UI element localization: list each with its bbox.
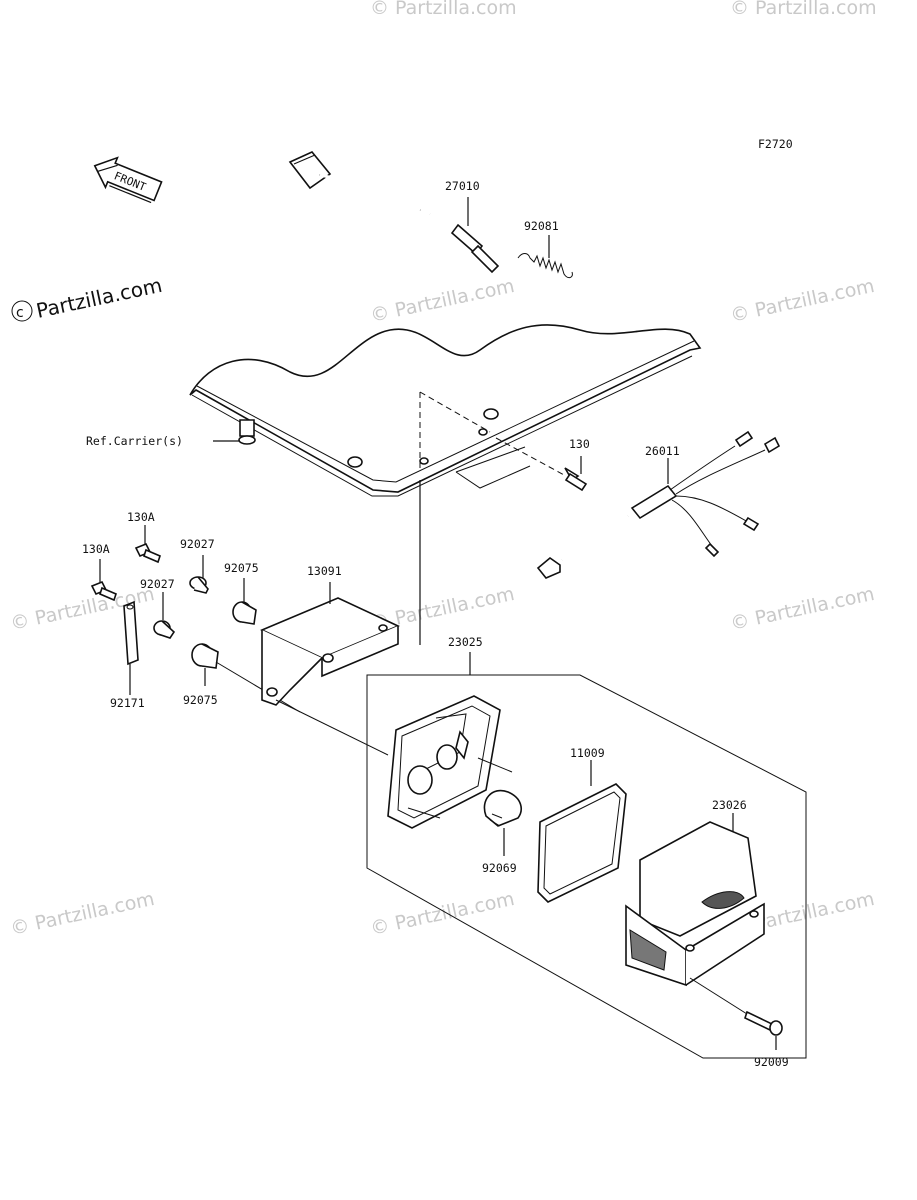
bolt-130 <box>564 456 588 492</box>
part-label-92075-lower: 92075 <box>183 693 218 707</box>
part-label-23026: 23026 <box>712 798 747 812</box>
screw-92009 <box>689 977 783 1050</box>
watermark: © Partzilla.com <box>730 0 877 19</box>
part-label-92027-lower: 92027 <box>140 577 175 591</box>
bolt-130A-upper <box>134 525 161 564</box>
spring-92081 <box>517 235 573 279</box>
switch-27010 <box>288 151 500 274</box>
clamp-92171 <box>123 600 139 695</box>
watermark: © Partzilla.com <box>8 888 156 940</box>
watermark: © Partzilla.com <box>728 583 876 635</box>
part-label-13091: 13091 <box>307 564 342 578</box>
part-label-92069: 92069 <box>482 861 517 875</box>
part-label-23025: 23025 <box>448 635 483 649</box>
watermark: © Partzilla.com <box>728 275 876 327</box>
part-label-130: 130 <box>569 437 590 451</box>
svg-text:c: c <box>16 305 24 321</box>
collar-92027-lower <box>153 592 176 639</box>
lens-23026 <box>625 813 765 987</box>
figure-code: F2720 <box>758 137 793 151</box>
bolt-130A-lower <box>90 559 117 602</box>
part-label-92081: 92081 <box>524 219 559 233</box>
part-label-92075-upper: 92075 <box>224 561 259 575</box>
gasket-11009 <box>537 760 627 903</box>
harness-26011 <box>536 430 781 579</box>
bracket-13091 <box>260 582 400 756</box>
part-label-92027-upper: 92027 <box>180 537 215 551</box>
grommet-92075-upper <box>232 578 257 625</box>
carrier-panel <box>189 324 702 645</box>
part-label-92009: 92009 <box>754 1055 789 1069</box>
part-label-11009: 11009 <box>570 746 605 760</box>
partzilla-watermark: c Partzilla.com <box>11 273 164 323</box>
watermark: © Partzilla.com <box>368 275 516 327</box>
part-label-92171: 92171 <box>110 696 145 710</box>
part-label-26011: 26011 <box>645 444 680 458</box>
assembly-23025-outline <box>366 652 807 1059</box>
collar-92027-upper <box>189 555 209 594</box>
part-label-130A-lower: 130A <box>82 542 110 556</box>
front-arrow-icon: FRONT <box>93 156 163 204</box>
partzilla-watermark-text: Partzilla.com <box>34 273 164 323</box>
watermark: © Partzilla.com <box>368 888 516 940</box>
part-label-27010: 27010 <box>445 179 480 193</box>
watermark: © Partzilla.com <box>370 0 517 19</box>
grommet-92075-lower <box>191 643 301 713</box>
part-label-130A-upper: 130A <box>127 510 155 524</box>
lamp-base <box>387 695 513 829</box>
bulb-92069 <box>483 789 522 856</box>
reference-label: Ref.Carrier(s) <box>86 434 183 448</box>
